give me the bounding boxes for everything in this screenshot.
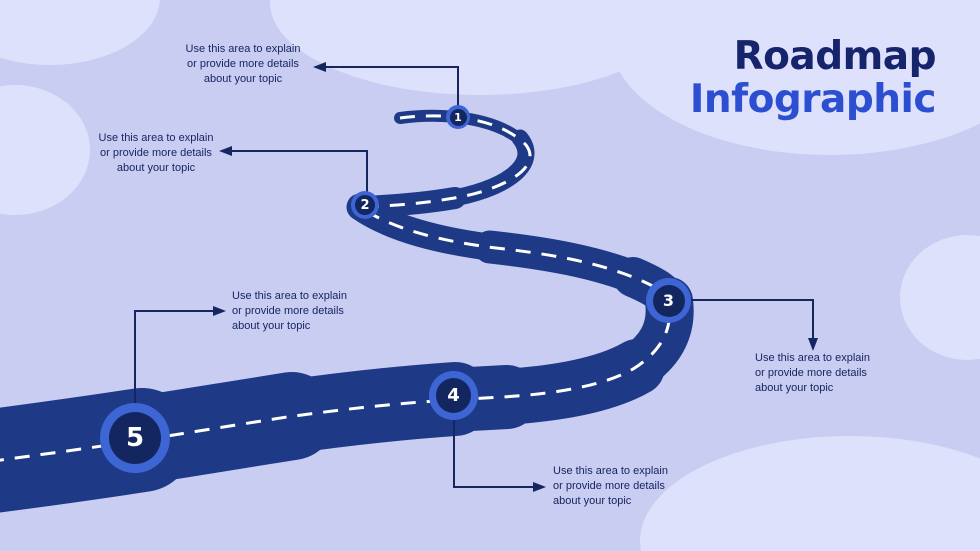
- note-line: or provide more details: [187, 58, 299, 71]
- note-line: Use this area to explain: [232, 290, 347, 302]
- connector-line-4: [453, 420, 533, 488]
- arrowhead-right-5: [213, 306, 226, 316]
- milestone-1-number: 1: [449, 108, 467, 126]
- note-line: or provide more details: [232, 305, 344, 318]
- milestone-2-number: 2: [355, 195, 375, 215]
- arrowhead-down-3: [808, 338, 818, 351]
- note-line: about your topic: [203, 73, 283, 86]
- title-line-2: Infographic: [689, 76, 937, 122]
- connector-line-1: [326, 66, 459, 107]
- note-line: Use this area to explain: [98, 132, 214, 144]
- milestone-3-number: 3: [652, 284, 685, 317]
- arrowheads: [213, 62, 818, 492]
- milestone-4-marker: 4: [429, 371, 478, 420]
- milestone-4-number: 4: [436, 378, 471, 413]
- connector-line-2: [232, 150, 368, 193]
- arrowhead-left-1: [313, 62, 326, 72]
- connector-line-5: [134, 310, 213, 404]
- page-title: Roadmap Infographic: [689, 34, 937, 122]
- milestone-2-note: Use this area to explain or provide more…: [81, 131, 231, 177]
- note-line: about your topic: [553, 495, 632, 508]
- connectors: [134, 66, 814, 488]
- title-line-1: Roadmap: [733, 34, 937, 79]
- note-line: about your topic: [755, 382, 834, 395]
- milestone-5-number: 5: [109, 412, 161, 464]
- milestone-3-marker: 3: [646, 278, 691, 323]
- note-line: about your topic: [232, 320, 311, 333]
- connector-line-3: [691, 299, 814, 338]
- arrowhead-left-2: [219, 146, 232, 156]
- milestone-5-marker: 5: [100, 403, 170, 473]
- note-line: about your topic: [116, 162, 196, 175]
- milestone-3-note: Use this area to explain or provide more…: [755, 351, 915, 397]
- milestone-1-note: Use this area to explain or provide more…: [168, 42, 318, 88]
- note-line: Use this area to explain: [185, 43, 301, 55]
- milestone-1-marker: 1: [446, 105, 470, 129]
- note-line: or provide more details: [100, 147, 212, 160]
- note-line: or provide more details: [755, 367, 867, 380]
- note-line: Use this area to explain: [553, 465, 668, 477]
- arrowhead-right-4: [533, 482, 546, 492]
- milestone-2-marker: 2: [351, 191, 379, 219]
- note-line: or provide more details: [553, 480, 665, 493]
- milestone-5-note: Use this area to explain or provide more…: [232, 289, 392, 335]
- milestone-4-note: Use this area to explain or provide more…: [553, 464, 713, 510]
- note-line: Use this area to explain: [755, 352, 870, 364]
